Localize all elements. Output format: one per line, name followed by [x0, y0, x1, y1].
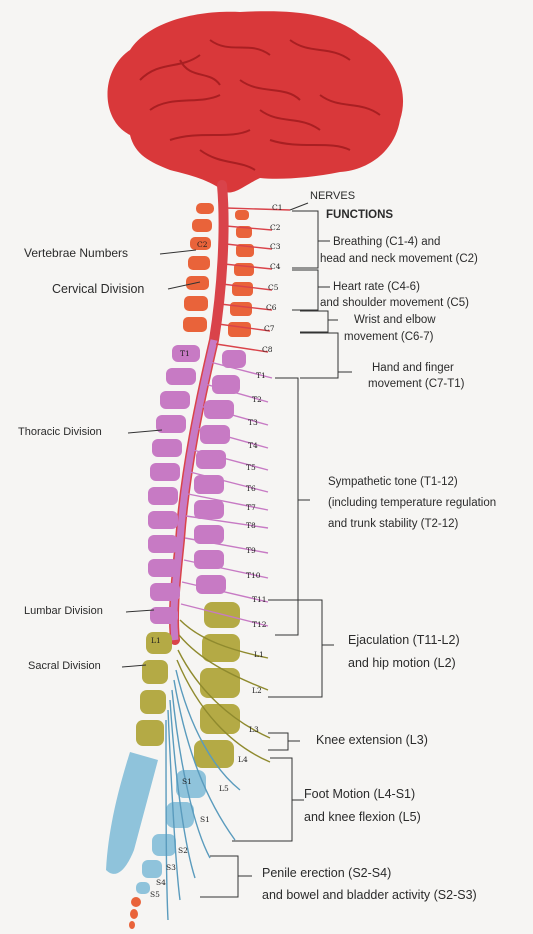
nerve-label: T12	[252, 620, 267, 629]
function-wrist-elbow: Wrist and elbow	[354, 313, 436, 327]
label-lumbar-division: Lumbar Division	[24, 605, 103, 619]
function-knee-extension: Knee extension (L3)	[316, 733, 428, 749]
nerve-label: C1	[272, 203, 283, 212]
nerve-label: T3	[248, 418, 258, 427]
nerve-label: C8	[262, 345, 273, 354]
function-penile-erection: Penile erection (S2-S4)	[262, 866, 391, 882]
function-sympathetic-tone: Sympathetic tone (T1-12)	[328, 475, 458, 489]
nerve-label: S1	[200, 815, 210, 824]
function-penile-erection-2: and bowel and bladder activity (S2-S3)	[262, 888, 477, 904]
thoracic-vertebrae	[148, 345, 246, 624]
function-breathing: Breathing (C1-4) and	[333, 235, 440, 249]
function-wrist-elbow-2: movement (C6-7)	[344, 330, 433, 344]
function-hand-finger: Hand and finger	[372, 361, 454, 375]
nerve-label: C3	[270, 242, 281, 251]
function-heart-rate: Heart rate (C4-6)	[333, 280, 420, 294]
nerve-label: C4	[270, 262, 281, 271]
nerve-label: T6	[246, 484, 256, 493]
nerve-label: S3	[166, 863, 176, 872]
vertebra-label-c2: C2	[197, 240, 208, 249]
nerve-label: S2	[178, 846, 188, 855]
nerve-label: T9	[246, 546, 256, 555]
nerve-label: T11	[252, 595, 267, 604]
nerve-label: T1	[256, 371, 266, 380]
function-sympathetic-tone-2: (including temperature regulation	[328, 496, 496, 510]
function-sympathetic-tone-3: and trunk stability (T2-12)	[328, 517, 458, 531]
label-cervical-division: Cervical Division	[52, 282, 144, 298]
nerve-label: L3	[249, 725, 259, 734]
nerve-label: L4	[238, 755, 248, 764]
nerve-label: T4	[248, 441, 258, 450]
sacral-vertebrae	[106, 752, 206, 894]
nerve-label: L2	[252, 686, 262, 695]
label-vertebrae-numbers: Vertebrae Numbers	[24, 246, 128, 261]
nerve-label: T5	[246, 463, 256, 472]
vertebra-label-l1: L1	[151, 636, 161, 645]
function-ejaculation-2: and hip motion (L2)	[348, 656, 456, 672]
nerve-label: C5	[268, 283, 279, 292]
nerve-label: C6	[266, 303, 277, 312]
nerve-label: L1	[254, 650, 264, 659]
nerve-label: T7	[246, 503, 256, 512]
function-foot-motion-2: and knee flexion (L5)	[304, 810, 421, 826]
nerve-label: T8	[246, 521, 256, 530]
nerve-label: S4	[156, 878, 166, 887]
nerve-label: C2	[270, 223, 281, 232]
nerves-header: NERVES	[310, 190, 355, 204]
function-ejaculation: Ejaculation (T11-L2)	[348, 633, 460, 649]
function-heart-rate-2: and shoulder movement (C5)	[320, 296, 469, 310]
vertebra-label-s1: S1	[182, 777, 192, 786]
label-sacral-division: Sacral Division	[28, 660, 101, 674]
nerve-label: T10	[246, 571, 261, 580]
function-hand-finger-2: movement (C7-T1)	[368, 377, 465, 391]
coccyx	[129, 897, 141, 929]
brain	[108, 11, 404, 192]
vertebra-label-t1: T1	[180, 349, 190, 358]
function-breathing-2: head and neck movement (C2)	[320, 252, 478, 266]
nerve-label: S5	[150, 890, 160, 899]
nerve-label: T2	[252, 395, 262, 404]
functions-header: FUNCTIONS	[326, 208, 393, 222]
function-foot-motion: Foot Motion (L4-S1)	[304, 787, 415, 803]
nerve-label: L5	[219, 784, 229, 793]
label-thoracic-division: Thoracic Division	[18, 426, 102, 440]
nerve-label: C7	[264, 324, 275, 333]
